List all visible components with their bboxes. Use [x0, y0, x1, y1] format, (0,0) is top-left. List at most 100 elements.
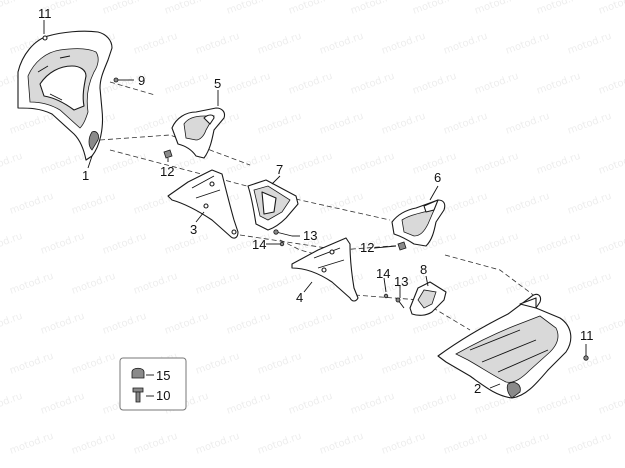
callout-14-lower: 14	[376, 266, 390, 281]
watermark-text: motod.ru	[194, 271, 241, 297]
callout-2: 2	[474, 381, 481, 396]
watermark-text: motod.ru	[411, 0, 458, 17]
screw-icon	[132, 387, 144, 403]
watermark-text: motod.ru	[225, 151, 272, 177]
watermark-text: motod.ru	[163, 231, 210, 257]
part-9-screw	[113, 77, 119, 83]
watermark-text: motod.ru	[101, 0, 148, 17]
watermark-text: motod.ru	[194, 431, 241, 457]
watermark-text: motod.ru	[597, 231, 625, 257]
watermark-text: motod.ru	[101, 151, 148, 177]
part-11b-screw	[583, 344, 589, 361]
watermark-text: motod.ru	[39, 151, 86, 177]
part-13-14-screws-lower	[383, 293, 405, 309]
watermark-text: motod.ru	[39, 391, 86, 417]
watermark-text: motod.ru	[473, 151, 520, 177]
callout-13-upper: 13	[303, 228, 317, 243]
callout-4: 4	[296, 290, 303, 305]
callout-leaders	[43, 20, 501, 389]
part-5-bracket	[171, 107, 226, 159]
watermark-text: motod.ru	[349, 0, 396, 17]
callout-9: 9	[138, 73, 145, 88]
watermark-text: motod.ru	[566, 31, 613, 57]
watermark-text: motod.ru	[8, 191, 55, 217]
watermark-text: motod.ru	[504, 271, 551, 297]
watermark-text: motod.ru	[287, 311, 334, 337]
legend-label-15: 15	[156, 368, 170, 383]
watermark-text: motod.ru	[535, 231, 582, 257]
dash-line-6-2	[444, 254, 541, 301]
watermark-text: motod.ru	[225, 71, 272, 97]
watermark-text: motod.ru	[163, 311, 210, 337]
watermark-text: motod.ru	[380, 431, 427, 457]
watermark-text: motod.ru	[8, 111, 55, 137]
watermark-text: motod.ru	[504, 191, 551, 217]
watermark-text: motod.ru	[380, 351, 427, 377]
watermark-text: motod.ru	[566, 351, 613, 377]
callout-8: 8	[420, 262, 427, 277]
callout-6: 6	[434, 170, 441, 185]
dash-line-center	[109, 149, 391, 221]
watermark-text: motod.ru	[0, 231, 24, 257]
watermark-text: motod.ru	[566, 271, 613, 297]
watermark-text: motod.ru	[442, 431, 489, 457]
watermark-text: motod.ru	[349, 71, 396, 97]
watermark-text: motod.ru	[101, 231, 148, 257]
watermark-text: motod.ru	[225, 311, 272, 337]
watermark-text: motod.ru	[380, 31, 427, 57]
watermark-text: motod.ru	[8, 351, 55, 377]
watermark-text: motod.ru	[256, 431, 303, 457]
hardware-legend: 15 10	[119, 357, 187, 411]
watermark-text: motod.ru	[225, 391, 272, 417]
watermark-text: motod.ru	[39, 311, 86, 337]
callout-12-lower: 12	[360, 240, 374, 255]
part-2-lower-fairing	[437, 293, 572, 399]
watermark-text: motod.ru	[535, 71, 582, 97]
watermark-text: motod.ru	[318, 431, 365, 457]
callout-1: 1	[82, 168, 89, 183]
watermark-text: motod.ru	[70, 271, 117, 297]
watermark-text: motod.ru	[101, 311, 148, 337]
callout-7: 7	[276, 162, 283, 177]
watermark-text: motod.ru	[566, 191, 613, 217]
watermark-text: motod.ru	[597, 71, 625, 97]
watermark-text: motod.ru	[256, 351, 303, 377]
screw-11-top	[42, 35, 48, 41]
watermark-text: motod.ru	[194, 351, 241, 377]
watermark-text: motod.ru	[566, 431, 613, 457]
watermark-text: motod.ru	[225, 0, 272, 17]
watermark-text: motod.ru	[411, 391, 458, 417]
watermark-text: motod.ru	[473, 231, 520, 257]
watermark-text: motod.ru	[380, 111, 427, 137]
watermark-text: motod.ru	[318, 31, 365, 57]
watermark-text: motod.ru	[442, 31, 489, 57]
watermark-text: motod.ru	[132, 271, 179, 297]
watermark-text: motod.ru	[349, 151, 396, 177]
watermark-text: motod.ru	[163, 71, 210, 97]
part-3-inner-panel	[167, 169, 239, 239]
watermark-text: motod.ru	[287, 151, 334, 177]
watermark-text: motod.ru	[442, 191, 489, 217]
watermark-text: motod.ru	[535, 391, 582, 417]
watermark-text: motod.ru	[349, 391, 396, 417]
watermark-text: motod.ru	[70, 431, 117, 457]
watermark-text: motod.ru	[504, 431, 551, 457]
watermark-text: motod.ru	[70, 351, 117, 377]
watermark-text: motod.ru	[0, 391, 24, 417]
watermark-text: motod.ru	[442, 271, 489, 297]
dash-line-3-4	[239, 234, 406, 251]
watermark-text: motod.ru	[504, 111, 551, 137]
watermark-text: motod.ru	[473, 71, 520, 97]
part-1-upper-fairing	[17, 30, 113, 161]
watermark-text: motod.ru	[411, 71, 458, 97]
callout-5: 5	[214, 76, 221, 91]
watermark-text: motod.ru	[70, 191, 117, 217]
watermark-text: motod.ru	[566, 111, 613, 137]
watermark-text: motod.ru	[256, 31, 303, 57]
watermark-text: motod.ru	[535, 151, 582, 177]
watermark-text: motod.ru	[256, 111, 303, 137]
watermark-text: motod.ru	[287, 0, 334, 17]
watermark-text: motod.ru	[287, 71, 334, 97]
legend-frame	[119, 357, 187, 411]
